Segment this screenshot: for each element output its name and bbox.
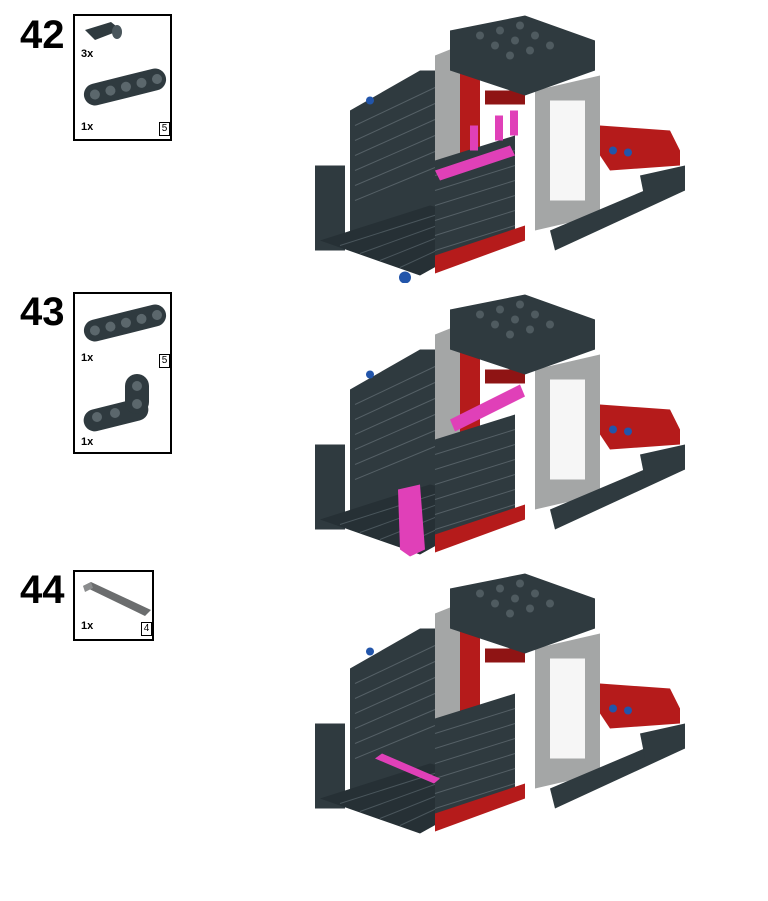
step-number: 44 xyxy=(20,568,65,612)
assembly-diagram xyxy=(310,8,690,283)
liftarm-beam-5-icon xyxy=(83,68,167,106)
part-quantity: 3x xyxy=(81,48,94,60)
part-quantity: 1x xyxy=(81,352,94,364)
parts-callout: 3x 1x 5 xyxy=(73,14,172,141)
length-indicator: 5 xyxy=(159,354,170,368)
part-quantity: 1x xyxy=(81,620,94,632)
assembly-diagram xyxy=(310,566,690,841)
parts-callout: 1x 5 1x xyxy=(73,292,172,454)
assembly-diagram xyxy=(310,287,690,557)
part-quantity: 1x xyxy=(81,121,94,133)
axle-icon xyxy=(83,582,151,616)
length-indicator: 4 xyxy=(141,622,152,636)
axle-pin-icon xyxy=(85,22,122,40)
liftarm-beam-5-icon xyxy=(83,304,167,342)
step-number: 42 xyxy=(20,13,65,57)
length-indicator: 5 xyxy=(159,122,170,136)
bent-liftarm-icon xyxy=(83,374,149,432)
part-quantity: 1x xyxy=(81,436,94,448)
step-number: 43 xyxy=(20,290,65,334)
parts-callout: 1x 4 xyxy=(73,570,154,641)
